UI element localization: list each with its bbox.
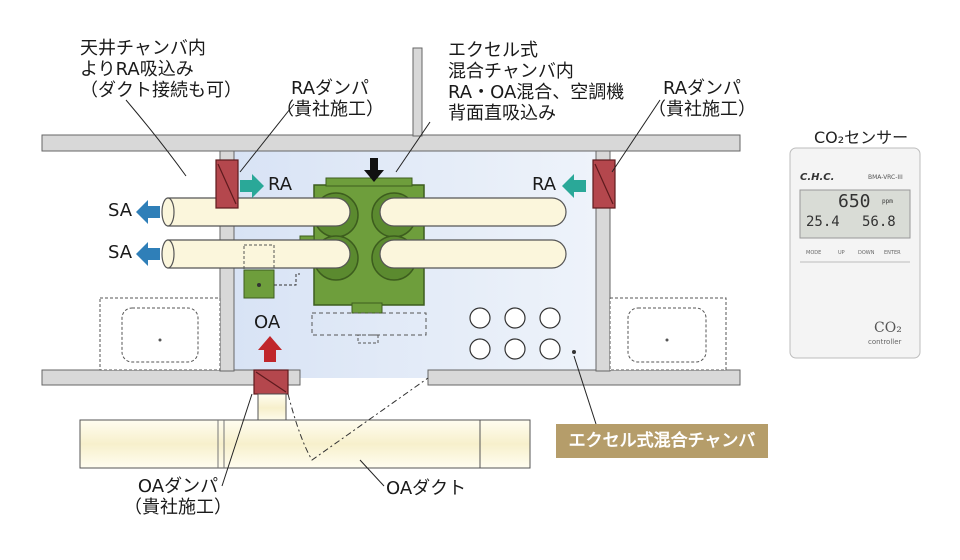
ra-damper-right-label: RAダンパ （貴社施工） (648, 78, 756, 120)
intake-arrow (364, 158, 384, 182)
ceiling-intake-label: 天井チャンバ内 よりRA吸込み （ダクト接続も可） (80, 38, 242, 101)
co2-reading: 650 (838, 191, 871, 212)
ceiling-slab-lower-right (427, 369, 741, 386)
ra-duct-lower (379, 239, 567, 269)
oa-duct (79, 377, 531, 469)
oa-duct-label: OAダクト (386, 478, 467, 499)
diffuser-array (469, 307, 561, 360)
sa-arrow-upper (136, 200, 160, 224)
ra-label-right: RA (532, 174, 557, 195)
ra-arrow-right (562, 174, 586, 198)
co2-sensor-device (789, 147, 921, 359)
sa-arrow-lower (136, 242, 160, 266)
leader-lines (125, 99, 661, 487)
ceiling-slab-upper (41, 134, 741, 152)
sa-label-upper: SA (108, 200, 133, 221)
oa-damper (253, 369, 289, 395)
sa-duct-upper (161, 197, 351, 227)
sensor-button-down[interactable]: DOWN (858, 250, 875, 256)
oa-label: OA (254, 312, 281, 333)
ra-arrow-left (240, 174, 264, 198)
chamber-badge: エクセル式混合チャンバ (556, 424, 768, 458)
sensor-model: BMA-VRC-III (868, 174, 903, 181)
co2-unit: ppm (882, 198, 893, 205)
humidity-reading: 56.8 (862, 214, 896, 230)
ra-damper-left-label: RAダンパ （貴社施工） (276, 78, 384, 120)
sensor-brand: C.H.C. (800, 172, 835, 183)
sensor-point (572, 350, 576, 354)
co2-sensor-title: CO₂センサー (814, 128, 909, 147)
excel-intake-label: エクセル式 混合チャンバ内 RA・OA混合、空調機 背面直吸込み (448, 40, 625, 124)
oa-damper-label: OAダンパ （貴社施工） (124, 476, 232, 518)
sensor-footer-sub: controller (868, 338, 902, 346)
ra-damper-left (215, 159, 239, 209)
temperature-reading: 25.4 (806, 214, 840, 230)
sensor-button-mode[interactable]: MODE (806, 250, 822, 256)
ra-duct-upper (379, 197, 567, 227)
sensor-button-enter[interactable]: ENTER (884, 250, 901, 256)
ra-damper-right (592, 159, 616, 209)
ra-label-left: RA (268, 174, 293, 195)
sensor-button-up[interactable]: UP (838, 250, 845, 256)
control-box (243, 244, 300, 299)
oa-arrow (258, 336, 282, 362)
sa-duct-lower (161, 239, 351, 269)
return-grille-right (609, 297, 727, 371)
sa-label-lower: SA (108, 242, 133, 263)
hanger-rod (412, 47, 423, 137)
return-grille-left (99, 297, 221, 371)
sensor-footer-main: CO₂ (874, 320, 902, 336)
